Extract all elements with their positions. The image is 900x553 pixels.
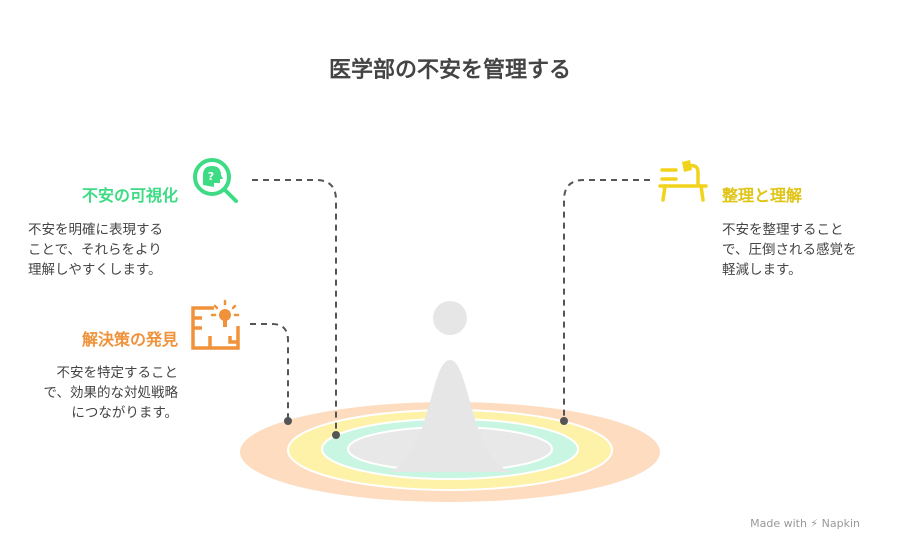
napkin-credit[interactable]: Made with ⚡ Napkin (750, 517, 860, 530)
connector-dot (284, 417, 292, 425)
connector-visualize (252, 179, 337, 435)
maze-lightbulb-icon (191, 299, 240, 350)
heading-visualize: 不安の可視化 (81, 186, 178, 205)
connector-dot (560, 417, 568, 425)
description-solution: 不安を特定すること で、効果的な対処戦略 につながります。 (43, 365, 178, 421)
heading-organize: 整理と理解 (722, 186, 803, 205)
connector-dot (332, 431, 340, 439)
connector-organize (563, 179, 650, 421)
person-head (433, 301, 467, 335)
svg-text:?: ? (208, 170, 214, 183)
desk-lamp-icon (658, 160, 708, 202)
description-visualize: 不安を明確に表現する ことで、それらをより 理解しやすくします。 (28, 222, 163, 278)
head-question-magnifier-icon: ? (193, 158, 238, 203)
connector-solution (250, 323, 289, 421)
page-title: 医学部の不安を管理する (328, 58, 571, 83)
description-organize: 不安を整理すること で、圧倒される感覚を 軽減します。 (722, 222, 857, 278)
heading-solution: 解決策の発見 (81, 330, 178, 349)
person-body (388, 360, 512, 472)
